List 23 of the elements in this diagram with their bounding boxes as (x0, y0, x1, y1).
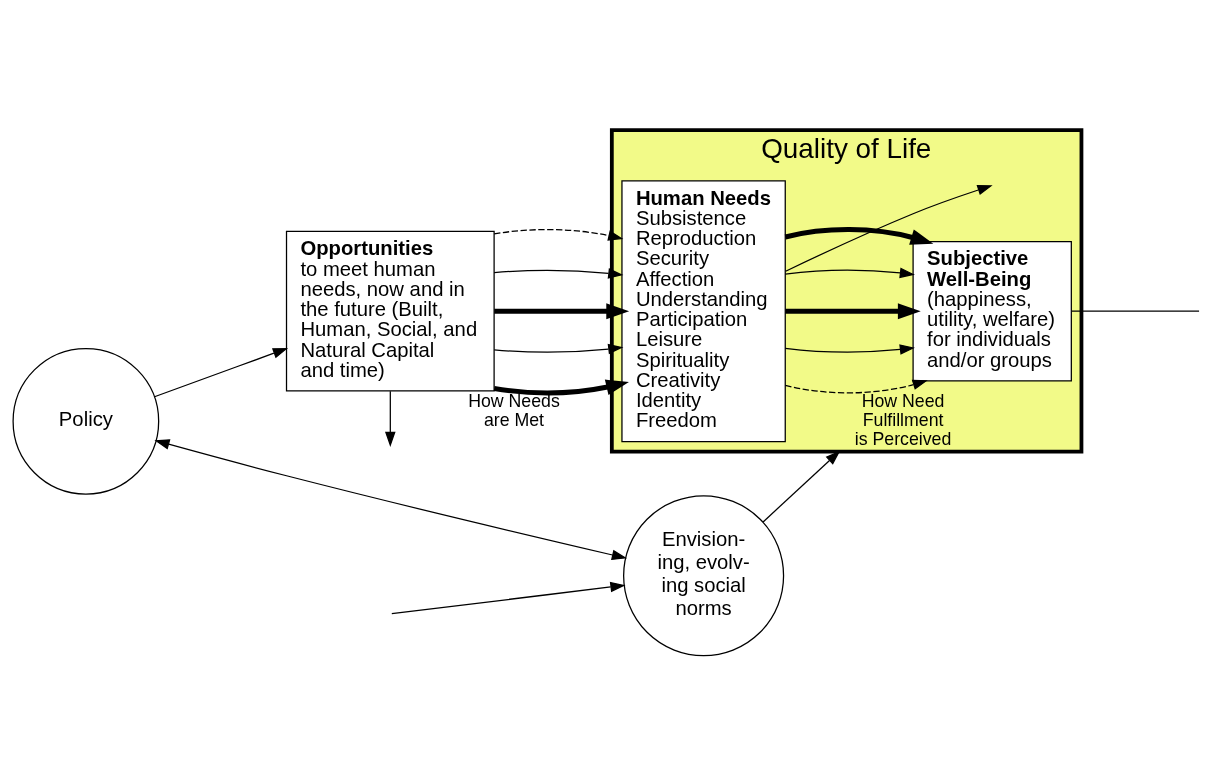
node-circle: Policy (12, 347, 160, 495)
arrow (784, 343, 915, 355)
arrow (493, 267, 624, 279)
node-box: Subjective Well-Being (happiness, utility, welfare) for individuals and/or groups (912, 240, 1072, 381)
arrow (154, 438, 628, 560)
arrow (391, 581, 626, 614)
arrow (153, 347, 289, 397)
node-circle: Envision- ing, evolv- ing social norms (623, 494, 785, 656)
node-box: Human Needs Subsistence Reproduction Security Affection Understanding Participation Leisure Spirituality Creativity Identity Freedom (621, 179, 786, 442)
edge-label: How Need Fulfillment is Perceived (854, 390, 952, 449)
node-box: Opportunities to meet human needs, now and in the future (Built, Human, Social, and Natural Capital and time) (285, 230, 495, 392)
arrow (493, 379, 629, 395)
arrow (784, 267, 915, 278)
arrow (493, 228, 624, 241)
arrow (784, 379, 928, 393)
connector (1071, 310, 1200, 312)
arrow (785, 302, 921, 319)
arrow (784, 226, 934, 245)
arrow (785, 184, 993, 272)
arrow (385, 390, 396, 447)
arrow (494, 302, 630, 319)
arrow (493, 343, 624, 354)
edge-label: How Needs are Met (468, 390, 560, 430)
